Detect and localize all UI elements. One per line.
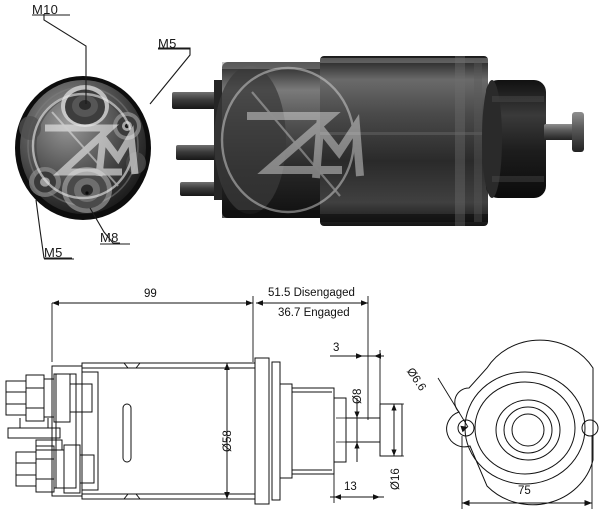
dimension-99 (51, 296, 254, 362)
flange-end-view (437, 339, 599, 506)
zm-watermark-side (220, 66, 364, 214)
plunger-rod (544, 112, 584, 152)
dimension-75 (461, 436, 593, 509)
terminal-hardware-middle (7, 418, 63, 451)
dimension-label-75: 75 (518, 485, 531, 497)
dimension-label-disengaged: 51.5 Disengaged (268, 287, 355, 299)
dimension-d16 (380, 403, 404, 457)
dimension-label-13: 13 (344, 481, 357, 493)
cap-lug-left (19, 116, 41, 140)
mount-hole-right (581, 419, 599, 437)
leader-m5-bottom (35, 199, 72, 259)
callout-label-m8: M8 (100, 230, 119, 245)
callout-leaders (35, 14, 191, 259)
leader-m8 (89, 207, 120, 244)
dimension-d8 (336, 398, 375, 462)
m10-terminal-bore (61, 85, 109, 127)
dimension-d58 (224, 363, 230, 499)
body-end-flange (254, 357, 281, 505)
dimension-13 (330, 470, 384, 503)
leader-m5-top (149, 47, 191, 105)
nose-housing-section (279, 383, 347, 479)
callout-label-m5-top: M5 (158, 36, 177, 51)
terminal-hardware-lower (15, 444, 95, 494)
dimension-label-d16: Ø16 (390, 468, 402, 490)
engineering-drawing (5, 296, 599, 509)
solenoid-body (320, 56, 488, 226)
dimension-label-engaged: 36.7 Engaged (278, 307, 350, 319)
callout-underlines (32, 14, 190, 260)
solenoid-cap-block (214, 62, 328, 218)
dimension-label-99: 99 (144, 288, 157, 300)
dimension-label-d8: Ø8 (352, 388, 364, 404)
dimension-label-d58: Ø58 (222, 430, 234, 452)
callout-label-m10: M10 (32, 2, 59, 17)
solenoid-end-cap-photo (15, 76, 151, 220)
dimension-stroke (256, 296, 369, 420)
dimension-label-3: 3 (333, 342, 340, 354)
solenoid-side-photo (172, 56, 584, 226)
mount-hole-left (457, 419, 475, 437)
zm-watermark-cap (31, 92, 139, 200)
leader-m10 (43, 14, 87, 104)
m5-terminal-lower (29, 167, 61, 197)
plunger-boot (482, 80, 546, 198)
callout-label-m5-bottom: M5 (44, 245, 63, 260)
